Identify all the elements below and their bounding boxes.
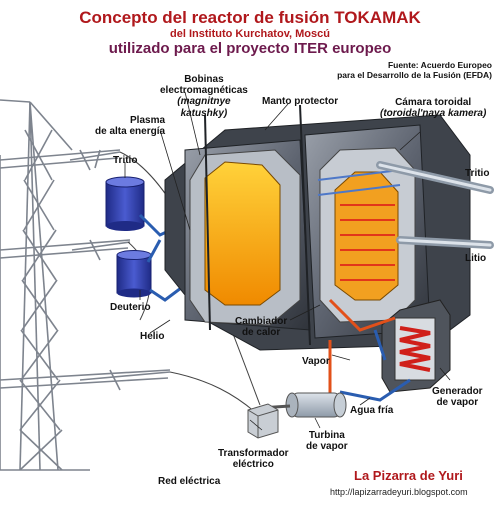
label-tritio-right: Tritio	[465, 168, 490, 179]
label-turbina-line1: Turbina	[308, 430, 345, 441]
label-transformador: Transformador eléctrico	[218, 448, 289, 470]
tritium-tank	[105, 176, 145, 231]
electrical-transformer	[247, 403, 279, 439]
label-red: Red eléctrica	[158, 476, 221, 487]
brand-name: La Pizarra de Yuri	[354, 468, 463, 483]
label-transformador-line2: eléctrico	[232, 459, 274, 471]
source-note: Fuente: Acuerdo Europeo para el Desarrol…	[337, 60, 492, 80]
page-tagline: utilizado para el proyecto ITER europeo	[108, 40, 392, 57]
source-line-2: para el Desarrollo de la Fusión (EFDA)	[337, 69, 492, 80]
label-generador: Generador de vapor	[432, 386, 483, 408]
label-turbina-line2: de vapor	[306, 441, 348, 453]
label-vapor: Vapor	[302, 356, 330, 367]
label-camara: Cámara toroidal (toroidal'naya kamera)	[380, 97, 486, 119]
brand-url[interactable]: http://lapizarradeyuri.blogspot.com	[330, 487, 468, 497]
label-generador-line1: Generador	[432, 386, 483, 397]
electrical-tower	[0, 99, 171, 471]
page-subtitle: del Instituto Kurchatov, Moscú	[170, 28, 330, 40]
label-agua: Agua fría	[350, 405, 394, 416]
label-bobinas-line4: katushky)	[180, 107, 228, 119]
label-bobinas: Bobinas electromagnéticas (magnitnye kat…	[160, 74, 248, 119]
reactor-torus	[164, 104, 471, 351]
label-manto: Manto protector	[262, 96, 339, 107]
label-bobinas-line3: (magnitnye	[177, 96, 231, 108]
label-plasma-line2: de alta energía	[95, 126, 166, 138]
label-camara-line2: (toroidal'naya kamera)	[380, 108, 487, 120]
label-plasma-line1: Plasma	[130, 115, 166, 126]
label-bobinas-line1: Bobinas	[184, 74, 224, 85]
label-tritio-left: Tritio	[113, 155, 138, 166]
label-generador-line2: de vapor	[436, 397, 479, 409]
label-plasma: Plasma de alta energía	[95, 115, 165, 137]
steam-generator	[381, 299, 451, 393]
label-cambiador: Cambiador de calor	[235, 316, 287, 338]
label-cambiador-line2: de calor	[241, 327, 281, 339]
right-pipes	[376, 161, 494, 249]
page-title: Concepto del reactor de fusión TOKAMAK	[79, 8, 421, 27]
label-transformador-line1: Transformador	[218, 448, 289, 459]
label-bobinas-line2: electromagnéticas	[160, 85, 248, 97]
label-cambiador-line1: Cambiador	[235, 316, 288, 327]
leader-lines	[124, 91, 451, 431]
label-helio: Helio	[140, 331, 165, 342]
deuterium-tank	[116, 250, 152, 298]
label-camara-line1: Cámara toroidal	[395, 97, 472, 108]
label-turbina: Turbina de vapor	[306, 430, 348, 452]
label-litio: Litio	[465, 253, 487, 264]
steam-turbine	[259, 392, 347, 418]
label-deuterio: Deuterio	[110, 302, 151, 313]
source-line-1: Fuente: Acuerdo Europeo	[387, 60, 492, 70]
